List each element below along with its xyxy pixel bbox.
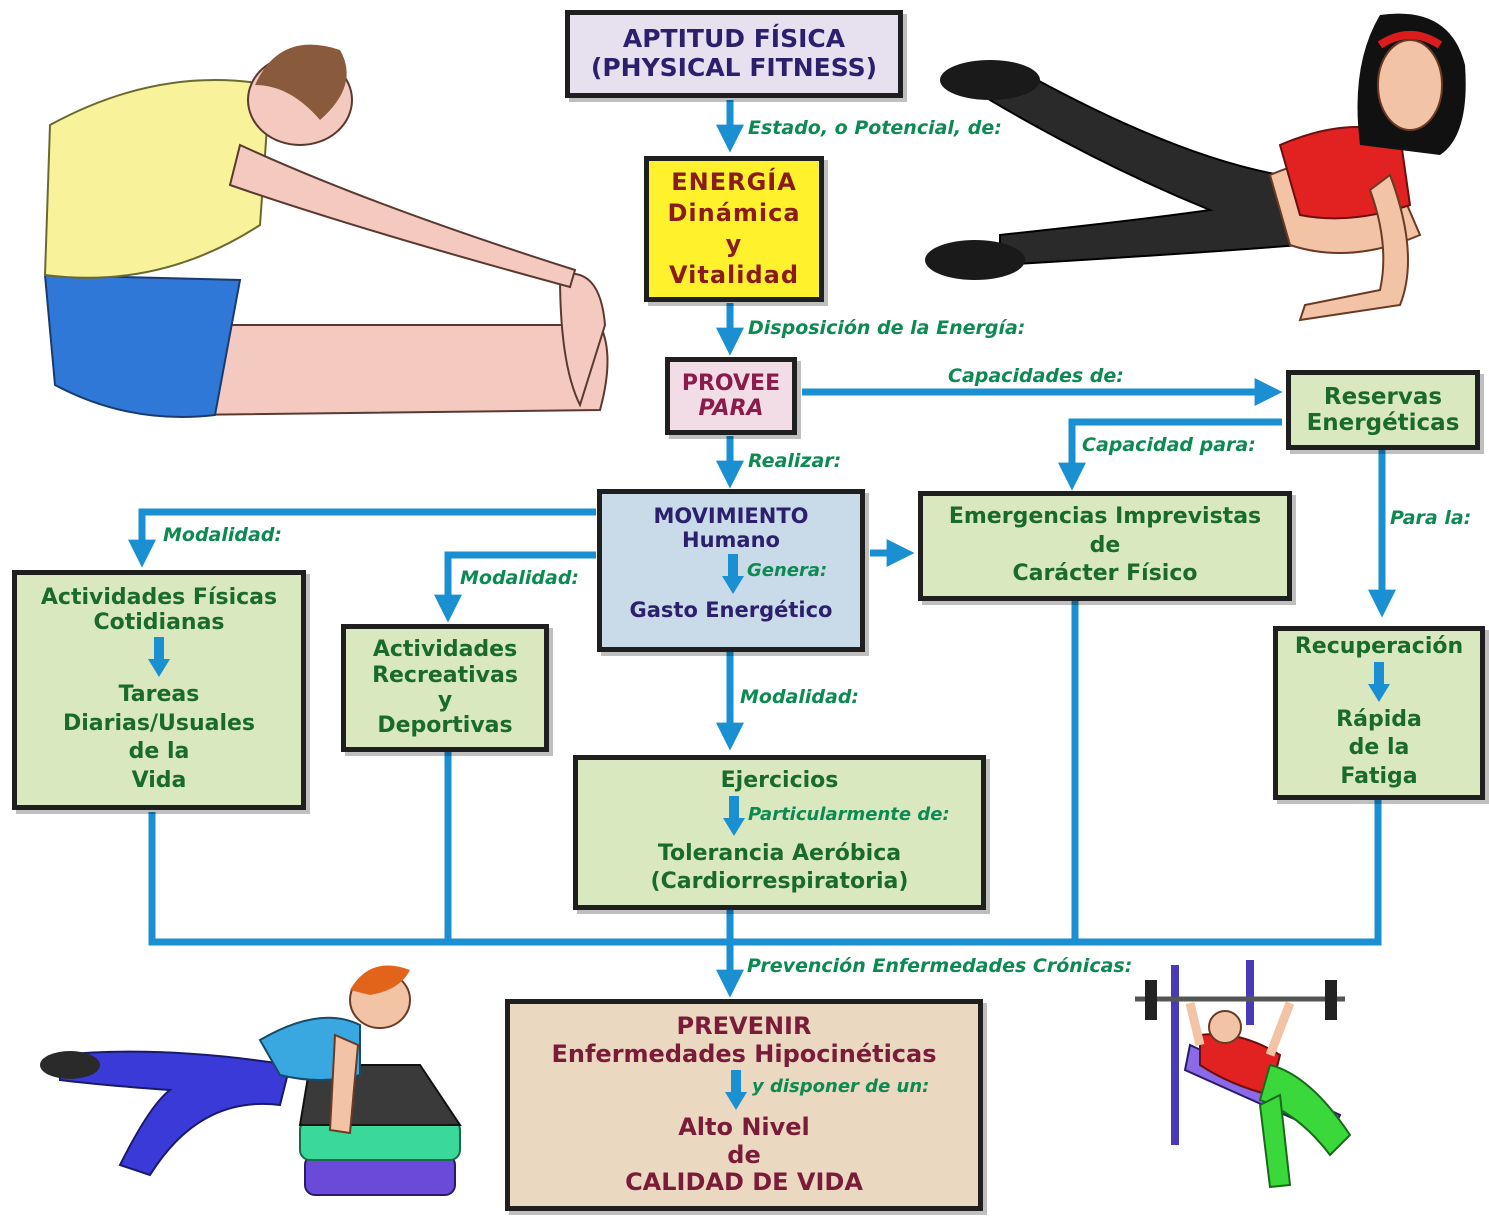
node-final: PREVENIR Enfermedades Hipocinéticas y di…	[505, 999, 983, 1211]
node-recovery-line1: Recuperación	[1294, 634, 1464, 660]
node-energy-line4: Vitalidad	[668, 261, 800, 290]
edge-movement-recreational	[434, 551, 596, 623]
node-daily-line4: Diarias/Usuales	[62, 710, 256, 736]
node-exercises: Ejercicios Particularmente de: Toleranci…	[573, 755, 986, 910]
edge-label-estado: Estado, o Potencial, de:	[748, 117, 1002, 139]
edge-label-modalidad-down: Modalidad:	[740, 686, 860, 708]
edge-daily-collector	[148, 800, 1382, 946]
leg-raise-woman-illustration	[925, 13, 1466, 322]
edge-label-para-la: Para la:	[1390, 507, 1472, 529]
node-movement-inner-label: Genera:	[747, 560, 828, 582]
node-title-line1: APTITUD FÍSICA	[622, 24, 846, 54]
node-daily: Actividades Físicas Cotidianas Tareas Di…	[12, 570, 306, 810]
node-final-line2: Enfermedades Hipocinéticas	[551, 1039, 937, 1068]
node-recovery-line4: Fatiga	[1340, 763, 1418, 789]
node-energy: ENERGÍA Dinámica y Vitalidad	[644, 156, 824, 302]
edge-label-modalidad-mid: Modalidad:	[460, 567, 580, 589]
node-recovery-line3: de la	[1348, 735, 1410, 761]
node-emergencies-line3: Carácter Físico	[1012, 561, 1198, 587]
node-reserves-line1: Reservas	[1323, 383, 1443, 410]
final-inner-arrow	[725, 1070, 747, 1112]
node-provee: PROVEE PARA	[665, 357, 797, 435]
node-daily-line1: Actividades Físicas	[40, 584, 278, 610]
node-recovery-line2: Rápida	[1336, 706, 1422, 732]
node-energy-line3: y	[725, 230, 743, 258]
edge-label-disposicion: Disposición de la Energía:	[748, 317, 1026, 339]
node-daily-line5: de la	[128, 739, 190, 765]
node-provee-line1: PROVEE	[681, 370, 781, 396]
node-final-line1: PREVENIR	[676, 1012, 812, 1041]
node-movement-line3: Gasto Energético	[629, 598, 833, 623]
node-reserves-line2: Energéticas	[1306, 410, 1460, 436]
node-energy-line1: ENERGÍA	[671, 167, 797, 196]
node-recreational-line2: Recreativas	[372, 662, 518, 688]
node-daily-line6: Vida	[131, 767, 187, 793]
node-recreational: Actividades Recreativas y Deportivas	[341, 624, 549, 752]
node-title-line2: (PHYSICAL FITNESS)	[590, 53, 878, 82]
step-pushup-woman-illustration	[40, 965, 462, 1196]
node-provee-line2: PARA	[698, 396, 764, 421]
edge-label-capacidad-para: Capacidad para:	[1082, 434, 1256, 456]
edge-reserves-emergencies	[1058, 418, 1282, 491]
node-movement: MOVIMIENTO Humano Genera: Gasto Energéti…	[597, 489, 865, 652]
edge-label-prevencion: Prevención Enfermedades Crónicas:	[747, 955, 1133, 977]
node-recreational-line4: Deportivas	[377, 713, 513, 739]
node-final-line5: CALIDAD DE VIDA	[625, 1168, 863, 1197]
node-recreational-line3: y	[437, 688, 453, 713]
node-energy-line2: Dinámica	[667, 198, 801, 227]
node-reserves: Reservas Energéticas	[1286, 370, 1480, 450]
node-movement-line1: MOVIMIENTO	[653, 504, 809, 528]
edge-label-realizar: Realizar:	[748, 450, 842, 472]
daily-inner-arrow	[148, 637, 170, 679]
node-exercises-inner-label: Particularmente de:	[748, 803, 950, 825]
node-daily-line3: Tareas	[118, 682, 200, 708]
node-emergencies-line2: de	[1089, 532, 1121, 558]
edge-movement-daily	[128, 508, 596, 568]
node-final-line4: de	[727, 1140, 761, 1169]
bench-press-man-illustration	[1135, 960, 1352, 1189]
movement-inner-arrow	[722, 554, 744, 596]
node-emergencies: Emergencias Imprevistas de Carácter Físi…	[918, 491, 1292, 601]
recovery-inner-arrow	[1368, 661, 1390, 704]
node-title: APTITUD FÍSICA (PHYSICAL FITNESS)	[565, 10, 903, 98]
stretching-person-illustration	[43, 44, 609, 418]
node-exercises-line2: Tolerancia Aeróbica	[657, 840, 902, 866]
node-final-line3: Alto Nivel	[678, 1113, 810, 1142]
node-emergencies-line1: Emergencias Imprevistas	[948, 504, 1262, 530]
node-exercises-line1: Ejercicios	[720, 768, 839, 794]
edge-label-capacidades: Capacidades de:	[948, 365, 1124, 387]
node-exercises-line3: (Cardiorrespiratoria)	[650, 869, 909, 895]
node-final-inner-label: y disponer de un:	[752, 1076, 930, 1098]
edge-label-modalidad-left: Modalidad:	[163, 524, 283, 546]
node-movement-line2: Humano	[682, 528, 780, 553]
node-recovery: Recuperación Rápida de la Fatiga	[1273, 626, 1485, 800]
node-daily-line2: Cotidianas	[93, 609, 225, 635]
exercises-inner-arrow	[723, 795, 745, 838]
node-recreational-line1: Actividades	[372, 637, 518, 663]
